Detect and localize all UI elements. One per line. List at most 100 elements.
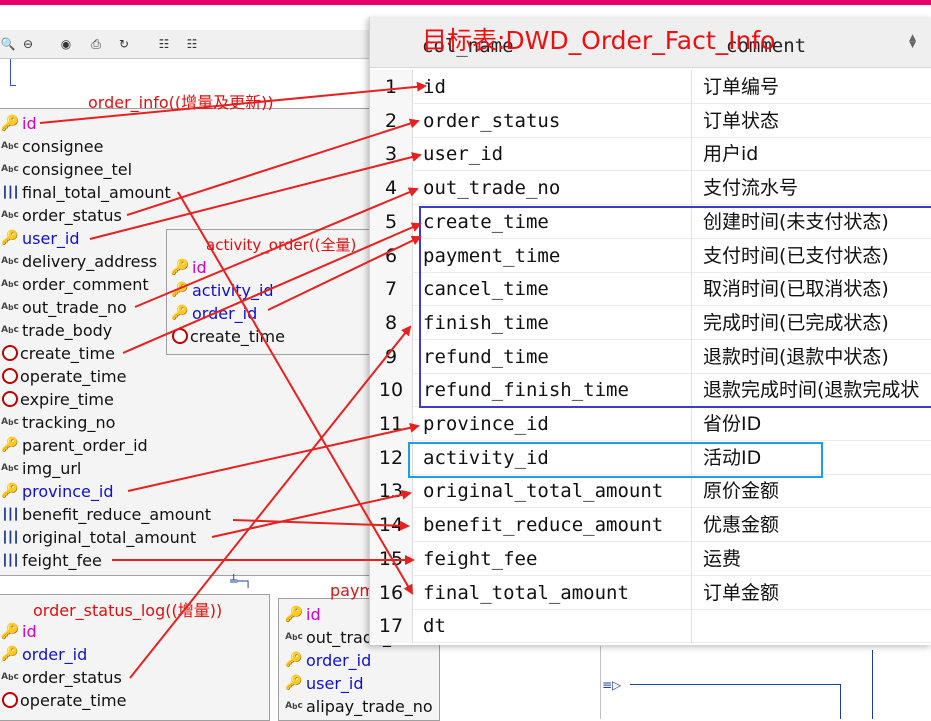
column-name-cell[interactable]: original_total_amount xyxy=(416,474,692,509)
comment-cell[interactable]: 优惠金额 xyxy=(703,514,780,537)
column-name-cell[interactable]: final_total_amount xyxy=(416,575,692,610)
comment-cell[interactable]: 用户id xyxy=(703,143,759,166)
payment-info-field-row[interactable]: 🔑order_id xyxy=(284,649,371,671)
comment-cell[interactable]: 退款完成时间(退款完成状 xyxy=(703,379,920,402)
activity-order-field-row[interactable]: 🔑order_id xyxy=(170,302,257,324)
col-name-header[interactable]: col_name xyxy=(422,35,514,57)
comment-cell[interactable]: 完成时间(已完成状态) xyxy=(703,311,889,334)
comment-cell[interactable]: 订单状态 xyxy=(703,109,780,132)
comment-cell[interactable]: 省份ID xyxy=(703,413,762,435)
order-status-log-field-row[interactable]: operate_time xyxy=(0,689,126,711)
column-name-cell[interactable]: cancel_time xyxy=(416,272,692,307)
column-name-cell[interactable]: dt xyxy=(416,609,692,644)
sort-arrows-icon[interactable]: ▲▼ xyxy=(909,33,916,50)
column-name-cell[interactable]: user_id xyxy=(416,137,692,172)
comment-cell[interactable] xyxy=(696,609,931,643)
comment-cell[interactable]: 订单编号 xyxy=(703,76,780,98)
comment-cell[interactable]: 支付流水号 xyxy=(703,177,799,200)
comment-cell[interactable]: 创建时间(未支付状态) xyxy=(703,210,889,233)
order-info-field-row[interactable]: operate_time xyxy=(0,365,126,387)
column-name-cell[interactable]: id xyxy=(416,70,692,104)
payment-info-field-row[interactable]: 🔑user_id xyxy=(284,672,364,694)
column-name-cell[interactable]: activity_id xyxy=(416,440,692,475)
comment-cell[interactable]: 取消时间(已取消状态) xyxy=(703,278,889,301)
column-name-cell[interactable]: payment_time xyxy=(416,238,692,273)
comment-cell[interactable]: 支付时间(已支付状态) xyxy=(703,244,889,267)
layout-icon[interactable]: ☷ xyxy=(158,37,170,51)
column-name-cell[interactable]: refund_time xyxy=(416,339,692,374)
datetime-type-icon xyxy=(2,391,18,407)
comment-cell[interactable]: 退款时间(退款中状态) xyxy=(703,345,889,368)
column-name-cell[interactable]: feight_fee xyxy=(416,541,692,576)
payment-info-field-row[interactable]: 🔑id xyxy=(284,603,321,625)
zoom-out-icon[interactable]: ⊖ xyxy=(22,37,34,51)
order-status-log-field-name: order_status xyxy=(22,667,122,687)
properties-icon[interactable]: ☷ xyxy=(186,37,198,51)
column-name-cell[interactable]: out_trade_no xyxy=(416,171,692,206)
activity-order-field-row[interactable]: 🔑activity_id xyxy=(170,279,273,301)
order-info-field-row[interactable]: ┃┃┃original_total_amount xyxy=(0,526,197,548)
order-info-field-row[interactable]: ┃┃┃benefit_reduce_amount xyxy=(0,503,212,525)
order-status-log-field-row[interactable]: 🔑id xyxy=(0,620,37,642)
column-name-cell[interactable]: refund_finish_time xyxy=(416,373,692,408)
order-status-log-field-row[interactable]: 🔑order_id xyxy=(0,643,87,665)
order-info-field-row[interactable]: ┃┃┃final_total_amount xyxy=(0,181,171,203)
order-info-field-name: expire_time xyxy=(20,389,114,409)
comment-header[interactable]: comment xyxy=(726,35,807,57)
order-info-field-row[interactable]: 🔑user_id xyxy=(0,227,79,249)
comment-cell[interactable]: 运费 xyxy=(703,547,742,570)
relation-line xyxy=(10,85,16,86)
order-info-field-row[interactable]: 🔑parent_order_id xyxy=(0,434,147,456)
comment-cell[interactable]: 活动ID xyxy=(703,446,762,469)
refresh-icon[interactable]: ↻ xyxy=(118,37,130,51)
comment-cell[interactable]: 原价金额 xyxy=(703,480,780,503)
column-name-cell[interactable]: benefit_reduce_amount xyxy=(416,508,692,543)
order-info-field-name: final_total_amount xyxy=(22,182,171,202)
column-name-cell[interactable]: create_time xyxy=(416,204,692,239)
comment-cell[interactable]: 订单金额 xyxy=(703,581,780,604)
view-icon[interactable]: ◉ xyxy=(60,37,72,51)
order-info-field-row[interactable]: 🔑id xyxy=(0,112,37,134)
print-icon[interactable]: ⎙ xyxy=(91,37,101,51)
column-name-cell[interactable]: order_status xyxy=(416,103,692,138)
order-info-field-row[interactable]: create_time xyxy=(0,342,115,364)
order-info-field-row[interactable]: 🔑province_id xyxy=(0,480,113,502)
activity-order-field-row[interactable]: create_time xyxy=(170,325,285,347)
zoom-in-icon[interactable]: 🔍 xyxy=(0,37,16,51)
payment-info-field-name: user_id xyxy=(306,673,364,693)
column-name-cell[interactable]: province_id xyxy=(416,407,692,441)
column-name-cell[interactable]: finish_time xyxy=(416,305,692,340)
activity-order-field-row[interactable]: 🔑id xyxy=(170,256,207,278)
order-info-field-row[interactable]: ┃┃┃feight_fee xyxy=(0,549,102,571)
order-info-field-row[interactable]: expire_time xyxy=(0,388,114,410)
